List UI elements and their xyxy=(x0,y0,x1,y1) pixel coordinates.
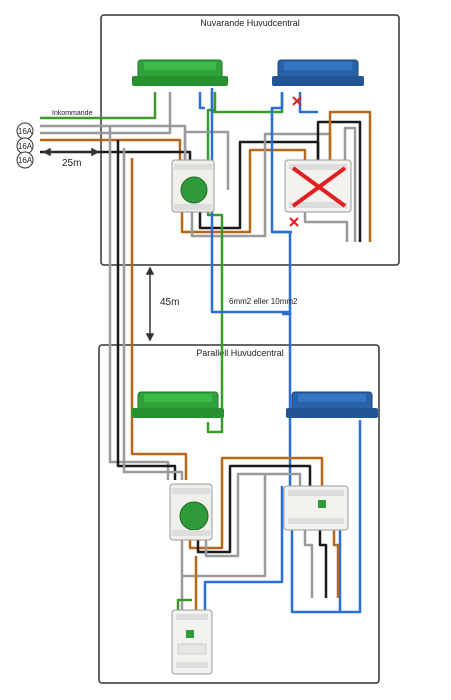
distance-label-short: 25m xyxy=(62,158,81,169)
incoming-label: Inkommande xyxy=(52,110,93,117)
p-rcd-out-grey xyxy=(303,530,314,598)
link-brown-1 xyxy=(130,158,188,480)
earth-link-wire xyxy=(206,92,217,217)
incoming-earth-wire xyxy=(40,92,157,120)
p-switch-out-grey xyxy=(204,472,302,558)
distance-arrow-vertical xyxy=(145,266,155,342)
parallel-panel-frame xyxy=(98,344,380,684)
switch-out-brown xyxy=(180,148,307,234)
existing-earth-terminal-block xyxy=(132,59,228,86)
incoming-brown-wire xyxy=(40,138,182,162)
parallel-neutral-terminal-block xyxy=(286,391,378,418)
distance-label-long: 45m xyxy=(160,297,179,308)
existing-rcd-crossed xyxy=(284,159,352,213)
fuse-label-3: 16A xyxy=(18,156,33,165)
parallel-earth-terminal-block xyxy=(132,391,224,418)
existing-panel-title: Nuvarande Huvudcentral xyxy=(200,18,300,28)
neutral-blue-top xyxy=(198,92,205,110)
link-black-1 xyxy=(116,140,177,480)
parallel-rcd xyxy=(283,485,349,531)
parallel-panel-title: Parallell Huvudcentral xyxy=(196,348,284,358)
p-neutral-terminal-out xyxy=(340,420,362,614)
p-rcd-out-black xyxy=(318,530,328,598)
p-mcb-grey xyxy=(180,474,267,578)
parallel-rcbo xyxy=(171,609,213,675)
p-switch-out-black xyxy=(196,464,312,554)
neutral-blue-right xyxy=(298,92,318,114)
link-neutral-down xyxy=(210,88,292,486)
rcd-out-grey xyxy=(303,210,349,242)
p-switch-out-brown xyxy=(188,456,324,550)
p-rcd-out-brown xyxy=(332,530,340,598)
disconnect-cross-marks xyxy=(289,96,302,227)
distance-arrow-horizontal xyxy=(42,147,100,157)
link-grey-2 xyxy=(122,148,184,480)
p-mcb-blue xyxy=(203,486,284,610)
cable-size-label: 6mm2 eller 10mm2 xyxy=(229,297,298,306)
existing-main-switch xyxy=(171,159,215,213)
fuse-label-1: 16A xyxy=(18,127,33,136)
parallel-main-switch xyxy=(169,483,213,541)
switch-out-grey xyxy=(183,130,230,190)
link-neutral xyxy=(272,230,292,316)
link-earth xyxy=(206,213,224,434)
rcd-out-grey-long xyxy=(343,126,357,242)
existing-panel-wires xyxy=(40,92,372,242)
fuse-label-2: 16A xyxy=(18,142,33,151)
inter-panel-wires xyxy=(108,88,292,486)
p-rcd-out-blue xyxy=(290,530,342,614)
existing-neutral-terminal-block xyxy=(272,59,364,86)
incoming-neutral-wire xyxy=(40,92,172,135)
incoming-grey-wire xyxy=(40,124,187,162)
incoming-fuses: 16A 16A 16A xyxy=(16,122,34,169)
